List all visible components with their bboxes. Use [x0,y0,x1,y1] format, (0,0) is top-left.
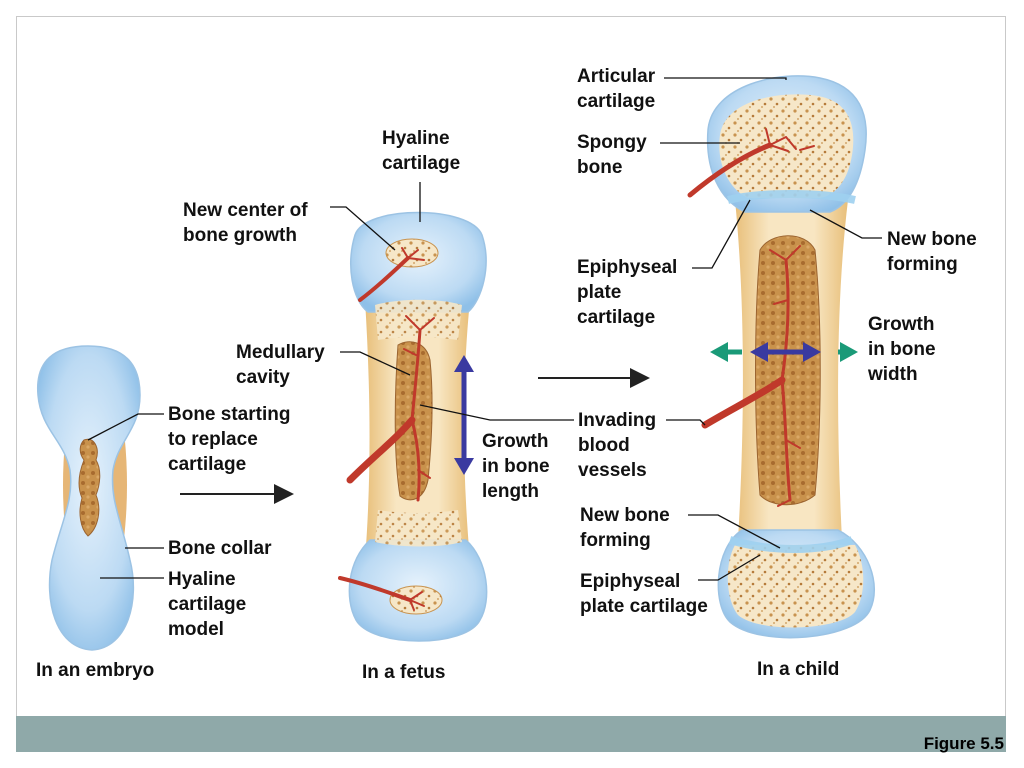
label-hyaline-model: Hyaline cartilage model [168,569,247,640]
caption-embryo: In an embryo [36,660,155,681]
fetus-spongy-region-bottom [375,510,462,547]
label-hyaline-cartilage: Hyaline cartilage [382,128,461,174]
fetus-spongy-region-top [375,299,462,340]
child-top-spongy-bone [719,94,854,198]
fetus-blood-vessels [338,247,435,611]
label-bone-starting: Bone starting to replace cartilage [168,404,291,475]
label-invading-vessels: Invading blood vessels [578,410,657,481]
label-new-bone-forming-right: New bone forming [887,229,977,275]
label-articular-cartilage: Articular cartilage [577,66,656,112]
embryo-bone [37,345,141,651]
label-growth-length: Growth in bone length [482,431,550,502]
label-new-bone-forming-bottom: New bone forming [580,505,670,551]
child-bottom-epiphyseal-plate [728,536,854,553]
footer-bar [16,716,1006,752]
figure-label: Figure 5.5 [923,734,1004,753]
child-medullary-cavity [755,235,821,506]
caption-fetus: In a fetus [362,662,446,683]
embryo-ossification-center [78,438,101,537]
label-new-center: New center of bone growth [183,200,308,246]
child-bottom-spongy-bone [727,545,864,628]
label-medullary-cavity: Medullary cavity [236,342,325,388]
child-bone [687,75,875,639]
caption-child: In a child [757,659,840,680]
child-top-epiphyseal-plate [727,190,856,204]
label-spongy-bone: Spongy bone [577,132,647,178]
growth-width-arrows [710,342,858,362]
label-epiphyseal-bottom: Epiphyseal plate cartilage [580,571,708,617]
fetus-new-growth-center-bottom [389,585,443,615]
label-growth-width: Growth in bone width [868,314,936,385]
child-blood-vessels [687,128,815,507]
label-epiphyseal-top: Epiphyseal plate cartilage [577,257,678,328]
fetus-bone [338,211,488,642]
label-bone-collar: Bone collar [168,538,272,559]
leader-lines [87,77,882,581]
fetus-new-growth-center-top [385,238,439,268]
